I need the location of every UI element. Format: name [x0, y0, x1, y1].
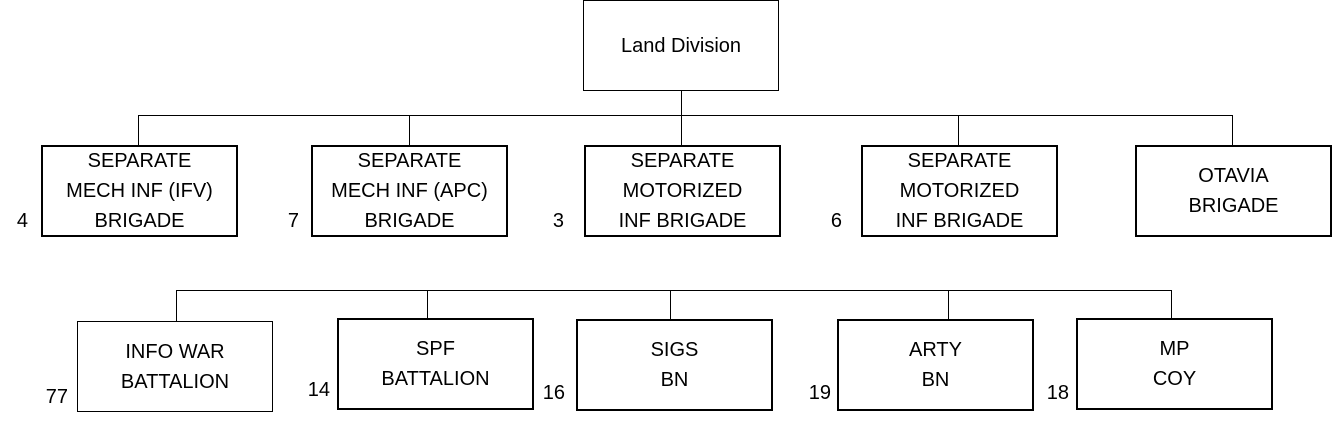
connector-root-down: [681, 90, 682, 115]
brigade-label: SEPARATE MECH INF (APC) BRIGADE: [331, 150, 488, 232]
connector-brigade-3: [681, 115, 682, 146]
unit-label: MP COY: [1152, 338, 1197, 390]
connector-unit-2: [427, 290, 428, 320]
unit-label: INFO WAR BATTALION: [120, 340, 230, 393]
connector-brigade-1: [138, 115, 139, 146]
connector-unit-1: [176, 290, 177, 322]
unit-number: 16: [542, 382, 565, 404]
brigade-label: SEPARATE MECH INF (IFV) BRIGADE: [66, 150, 213, 232]
connector-unit-3: [670, 290, 671, 320]
unit-number: 14: [307, 379, 330, 401]
unit-box-3: SIGS BN: [576, 319, 773, 411]
connector-unit-4: [948, 290, 949, 320]
connector-unit-bus: [176, 290, 1172, 291]
brigade-box-1: SEPARATE MECH INF (IFV) BRIGADE: [41, 145, 238, 237]
brigade-number: 7: [287, 210, 299, 232]
unit-label: SPF BATTALION: [381, 338, 490, 390]
unit-number: 18: [1046, 382, 1069, 404]
land-division-box: Land Division: [583, 0, 779, 91]
unit-box-5: MP COY: [1076, 318, 1273, 410]
unit-number: 19: [808, 382, 831, 404]
brigade-number: 3: [552, 210, 564, 232]
brigade-box-3: SEPARATE MOTORIZED INF BRIGADE: [584, 145, 781, 237]
unit-box-4: ARTY BN: [837, 319, 1034, 411]
brigade-label: SEPARATE MOTORIZED INF BRIGADE: [895, 150, 1024, 232]
connector-brigade-5: [1232, 115, 1233, 146]
brigade-box-2: SEPARATE MECH INF (APC) BRIGADE: [311, 145, 508, 237]
unit-label: ARTY BN: [909, 339, 962, 391]
brigade-number: 4: [16, 210, 28, 232]
unit-label: SIGS BN: [650, 339, 699, 391]
brigade-box-4: SEPARATE MOTORIZED INF BRIGADE: [861, 145, 1058, 237]
unit-number: 77: [45, 386, 68, 408]
brigade-label: OTAVIA BRIGADE: [1188, 165, 1279, 217]
connector-unit-5: [1171, 290, 1172, 320]
brigade-label: SEPARATE MOTORIZED INF BRIGADE: [618, 150, 747, 232]
connector-brigade-bus: [138, 115, 1233, 116]
unit-box-1: INFO WAR BATTALION: [77, 321, 273, 412]
land-division-label: Land Division: [620, 34, 742, 57]
brigade-number: 6: [830, 210, 842, 232]
connector-brigade-4: [958, 115, 959, 146]
brigade-box-5: OTAVIA BRIGADE: [1135, 145, 1332, 237]
unit-box-2: SPF BATTALION: [337, 318, 534, 410]
connector-brigade-2: [409, 115, 410, 146]
